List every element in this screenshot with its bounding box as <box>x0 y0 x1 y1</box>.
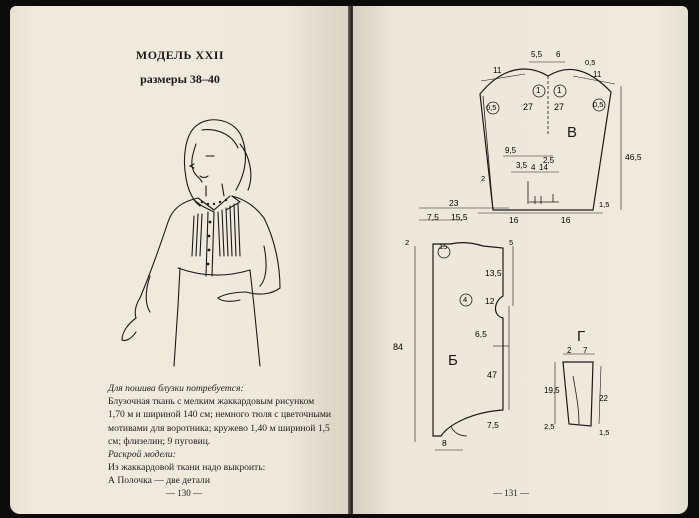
pattern-letter-cuff: Г <box>577 328 586 345</box>
dim-label: 46,5 <box>625 152 642 162</box>
page-number-left: — 130 — <box>166 488 202 498</box>
left-page: МОДЕЛЬ XXII размеры 38–40 <box>10 6 350 514</box>
dim-label: 14 <box>539 163 548 172</box>
pattern-drawing <box>414 61 622 451</box>
dim-label: 5 <box>509 238 514 247</box>
dim-label: 16 <box>509 215 519 225</box>
dim-label: 1 <box>536 86 541 95</box>
dim-label: 5,5 <box>531 50 543 59</box>
dim-label: 11 <box>493 66 502 75</box>
blouse-illustration <box>121 119 281 367</box>
dim-label: 0,5 <box>593 100 604 109</box>
pattern-letter-front: Б <box>448 352 458 369</box>
text-line: Из жаккардовой ткани надо выкроить: <box>108 462 266 474</box>
dim-label: 15,5 <box>451 212 468 222</box>
text-line: см; флизелин; 9 пуговиц. <box>108 435 211 447</box>
dim-label: 4 <box>531 163 536 172</box>
dim-label: 27 <box>554 102 565 112</box>
dim-label: 9,5 <box>505 146 517 155</box>
dim-label: 2,5 <box>544 422 555 431</box>
dim-label: 13,5 <box>485 268 502 278</box>
dim-label: 2,5 <box>543 156 555 165</box>
dim-label: 7,5 <box>427 212 439 222</box>
text-line: А Полочка — две детали <box>108 475 210 487</box>
dim-label: 1 <box>557 86 562 95</box>
dim-label: 7 <box>583 346 588 355</box>
book-spread: МОДЕЛЬ XXII размеры 38–40 <box>10 6 688 514</box>
dim-label: 6 <box>556 50 561 59</box>
dim-label: 3,5 <box>516 161 528 170</box>
dim-label: 22 <box>599 394 608 403</box>
text-line: Для пошива блузки потребуется: <box>108 383 244 394</box>
model-title: МОДЕЛЬ XXII <box>135 48 225 62</box>
dim-label: 2 <box>405 238 410 247</box>
text-line: Раскрой модели: <box>108 449 176 461</box>
right-page: В Б Г 11 5,5 6 11 1 1 0,5 27 27 0,5 9,5 … <box>353 6 688 514</box>
dim-label: 8 <box>442 438 447 448</box>
text-line: Блузочная ткань с мелким жаккардовым рис… <box>108 396 315 408</box>
book-gutter <box>348 6 355 514</box>
text-line: мотивами для воротника; кружево 1,40 м ш… <box>108 422 330 434</box>
dim-label: 2 <box>567 346 572 355</box>
dim-label: 1,5 <box>599 428 610 437</box>
sizes-heading: размеры 38–40 <box>140 72 220 86</box>
dim-label: 12 <box>485 296 495 306</box>
dim-label: 15 <box>439 242 448 251</box>
dim-label: 0,5 <box>585 58 596 67</box>
pattern-letter-sleeve: В <box>567 124 578 141</box>
dim-label: 2 <box>481 174 486 183</box>
dim-label: 84 <box>393 342 404 352</box>
dim-label: 47 <box>487 370 498 380</box>
dim-label: 6,5 <box>475 329 487 339</box>
dim-label: 4 <box>463 295 468 304</box>
dim-label: 16 <box>561 215 571 225</box>
page-number-right: — 131 — <box>493 488 529 498</box>
dim-label: 0,5 <box>486 103 497 112</box>
dim-label: 23 <box>449 198 459 208</box>
text-line: 1,70 м и шириной 140 см; немного тюля с … <box>108 409 332 421</box>
materials-text: Для пошива блузки потребуется: Блузочная… <box>108 382 340 488</box>
dim-label: 7,5 <box>487 420 499 430</box>
dim-label: 11 <box>593 70 602 79</box>
dim-label: 27 <box>523 102 534 112</box>
dim-label: 1,5 <box>599 200 610 209</box>
dim-label: 19,5 <box>544 386 560 395</box>
